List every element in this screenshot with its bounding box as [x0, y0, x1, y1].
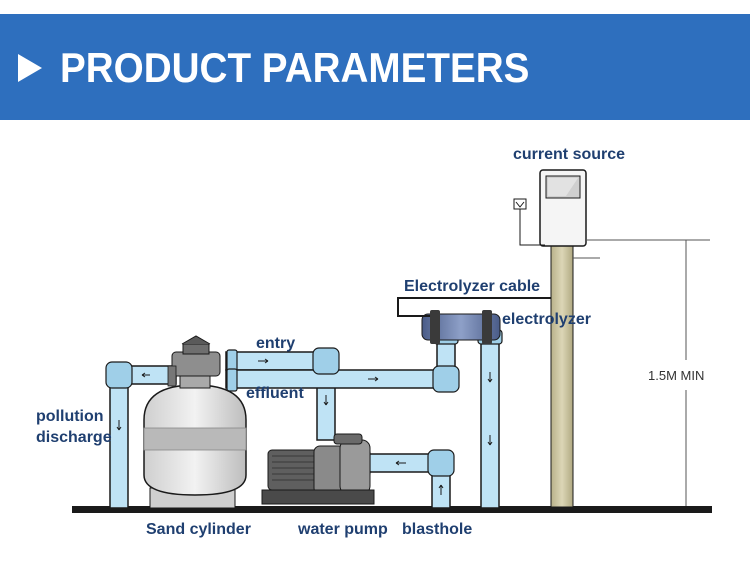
multiport-valve — [167, 335, 221, 387]
label-pollution: pollution — [36, 408, 104, 425]
flow-arrows — [116, 358, 493, 495]
electrolyzer-cell — [421, 310, 501, 344]
return-pipe — [480, 337, 500, 509]
label-electrolyzer-cable: Electrolyzer cable — [404, 278, 540, 295]
label-electrolyzer: electrolyzer — [502, 311, 591, 328]
label-blasthole: blasthole — [402, 521, 472, 538]
label-sand-cylinder: Sand cylinder — [146, 521, 251, 538]
play-triangle-icon — [18, 54, 42, 82]
label-water-pump: water pump — [297, 521, 388, 538]
mounting-pole — [550, 244, 574, 508]
height-dimension — [573, 239, 710, 506]
water-pump — [261, 433, 375, 505]
power-outlet-icon — [513, 198, 545, 246]
label-current-source: current source — [513, 146, 625, 163]
header-banner: PRODUCT PARAMETERS — [0, 14, 750, 120]
discharge-pipe — [109, 371, 129, 509]
current-source-box — [539, 169, 587, 247]
ground-line — [72, 506, 712, 513]
sand-cylinder-tank — [143, 371, 247, 509]
label-entry: entry — [256, 335, 295, 352]
page-title: PRODUCT PARAMETERS — [60, 44, 530, 91]
label-effluent: effluent — [246, 385, 304, 402]
label-height-min: 1.5M MIN — [648, 368, 704, 383]
label-discharge: discharge — [36, 429, 112, 446]
